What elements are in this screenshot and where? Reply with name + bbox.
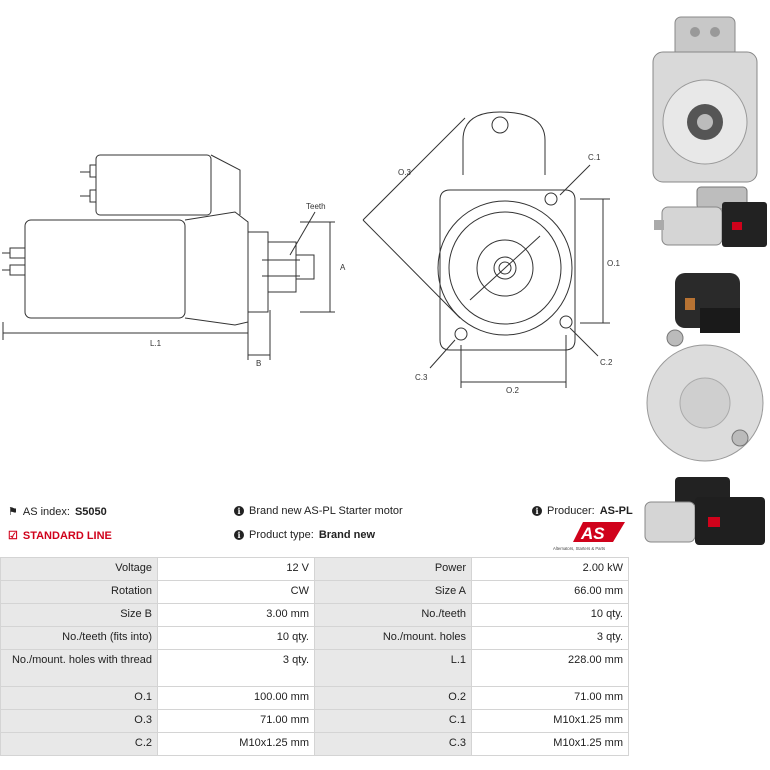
- spec-value-cell: 66.00 mm: [471, 580, 629, 604]
- spec-value-cell: 100.00 mm: [157, 686, 315, 710]
- spec-key-cell: No./teeth (fits into): [0, 626, 158, 650]
- product-photo-rear: [646, 273, 764, 462]
- spec-key-cell: Voltage: [0, 557, 158, 581]
- spec-value-cell: 71.00 mm: [471, 686, 629, 710]
- spec-value-cell: M10x1.25 mm: [157, 732, 315, 756]
- spec-value-cell: 3 qty.: [471, 626, 629, 650]
- spec-key-cell: C.1: [314, 709, 472, 733]
- spec-key-cell: Size B: [0, 603, 158, 627]
- product-type-label: Product type:: [249, 529, 314, 541]
- producer-label: Producer:: [547, 505, 595, 517]
- label-c2: C.2: [600, 358, 613, 367]
- svg-text:Alternators, Starters & Parts: Alternators, Starters & Parts: [553, 546, 605, 551]
- label-o1: O.1: [607, 259, 620, 268]
- spec-key-cell: O.3: [0, 709, 158, 733]
- product-type: i Product type: Brand new: [234, 529, 375, 541]
- side-view: [2, 154, 335, 360]
- checkbox-icon: ☑: [8, 530, 18, 542]
- technical-drawing: Teeth A B L.1 O.3 C.1 O.1 C.2 C.3 O.2: [2, 111, 620, 395]
- label-c1: C.1: [588, 153, 601, 162]
- label-l1: L.1: [150, 339, 162, 348]
- description-text: Brand new AS-PL Starter motor: [249, 505, 403, 517]
- svg-text:AS: AS: [580, 524, 605, 543]
- spec-value-cell: 3.00 mm: [157, 603, 315, 627]
- spec-value-cell: 71.00 mm: [157, 709, 315, 733]
- as-pl-logo: AS Alternators, Starters & Parts: [553, 522, 625, 551]
- table-row: No./teeth (fits into)10 qty.No./mount. h…: [0, 626, 629, 650]
- producer: i Producer: AS-PL: [532, 505, 633, 517]
- spec-value-cell: M10x1.25 mm: [471, 732, 629, 756]
- spec-key-cell: C.2: [0, 732, 158, 756]
- spec-key-cell: O.1: [0, 686, 158, 710]
- label-a: A: [340, 263, 346, 272]
- producer-value: AS-PL: [599, 505, 633, 517]
- product-photo-angled: [644, 477, 765, 545]
- info-icon: i: [532, 506, 542, 516]
- label-c3: C.3: [415, 373, 428, 382]
- spec-key-cell: O.2: [314, 686, 472, 710]
- spec-value-cell: 3 qty.: [157, 649, 315, 687]
- spec-key-cell: L.1: [314, 649, 472, 687]
- spec-value-cell: 2.00 kW: [471, 557, 629, 581]
- product-photo-side: [654, 186, 767, 247]
- standard-line: ☑ STANDARD LINE: [8, 529, 112, 543]
- spec-value-cell: 12 V: [157, 557, 315, 581]
- as-index-label: AS index:: [22, 505, 70, 518]
- spec-value-cell: 10 qty.: [471, 603, 629, 627]
- product-type-value: Brand new: [318, 529, 376, 541]
- tag-icon: ⚑: [8, 506, 18, 518]
- info-icon: i: [234, 530, 244, 540]
- spec-key-cell: Size A: [314, 580, 472, 604]
- spec-value-cell: M10x1.25 mm: [471, 709, 629, 733]
- spec-value-cell: 10 qty.: [157, 626, 315, 650]
- product-photo-front: [652, 16, 758, 183]
- as-index-value: S5050: [74, 505, 107, 518]
- label-teeth: Teeth: [306, 202, 326, 211]
- spec-key-cell: Rotation: [0, 580, 158, 604]
- spec-key-cell: Power: [314, 557, 472, 581]
- spec-key-cell: C.3: [314, 732, 472, 756]
- spec-value-cell: CW: [157, 580, 315, 604]
- label-o3: O.3: [398, 168, 411, 177]
- info-icon: i: [234, 506, 244, 516]
- standard-line-label: STANDARD LINE: [22, 529, 112, 542]
- spec-key-cell: No./teeth: [314, 603, 472, 627]
- spec-key-cell: No./mount. holes with thread: [0, 649, 158, 687]
- spec-value-cell: 228.00 mm: [471, 649, 629, 687]
- as-index: ⚑ AS index: S5050: [8, 505, 107, 519]
- description: i Brand new AS-PL Starter motor: [234, 505, 403, 517]
- spec-key-cell: No./mount. holes: [314, 626, 472, 650]
- front-view: [362, 111, 610, 388]
- label-o2: O.2: [506, 386, 519, 395]
- label-b: B: [256, 359, 261, 368]
